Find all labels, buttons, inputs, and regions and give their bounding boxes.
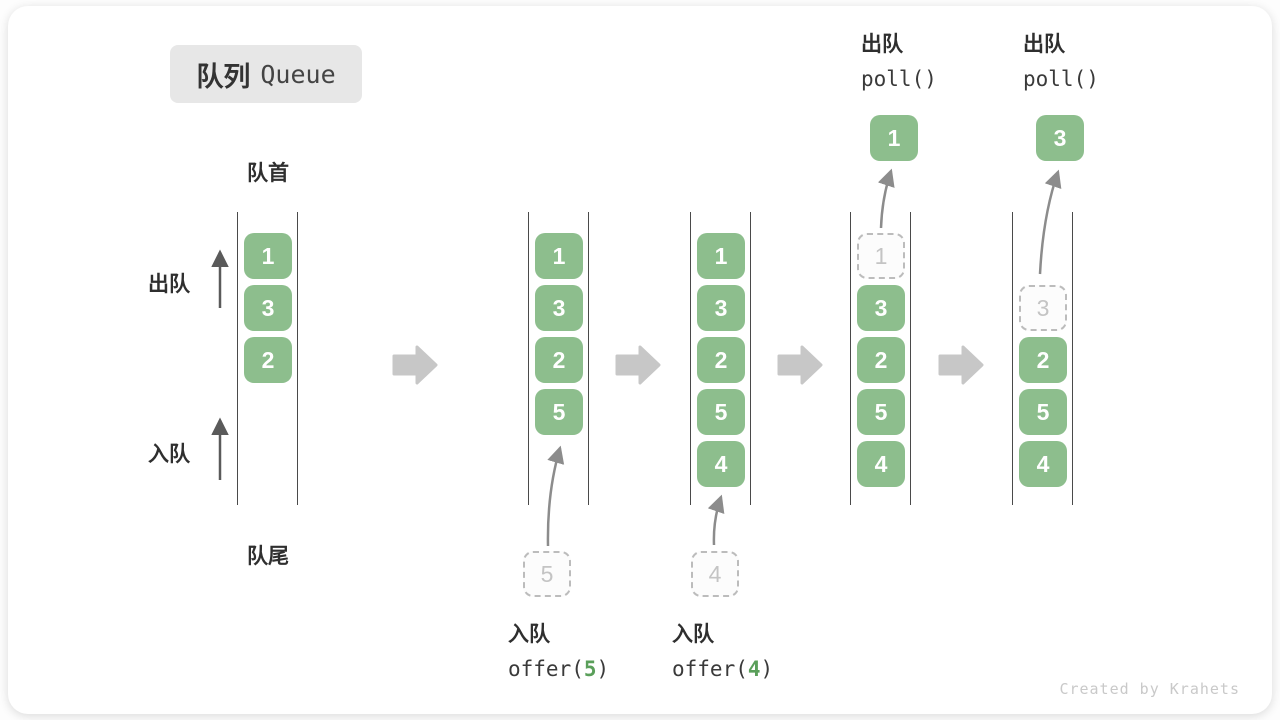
queue-slot: 1	[244, 233, 292, 279]
outgoing-item: 1	[870, 115, 918, 161]
queue-slot: 1	[697, 233, 745, 279]
state-caption-poll-3: 出队 poll()	[1023, 28, 1099, 96]
queue-slot: 2	[1019, 337, 1067, 383]
caption-zh: 出队	[1023, 33, 1065, 56]
queue-state-3-container	[690, 212, 751, 505]
caption-code: offer(5)	[508, 652, 609, 686]
queue-slot: 3	[697, 285, 745, 331]
caption-arg: 4	[747, 657, 761, 681]
title-zh: 队列	[196, 61, 251, 92]
queue-front-label: 队首	[247, 162, 289, 185]
queue-slot: 2	[535, 337, 583, 383]
queue-slot: 2	[244, 337, 292, 383]
caption-close: )	[596, 657, 610, 681]
queue-slot: 1	[535, 233, 583, 279]
queue-rear-label: 队尾	[247, 545, 289, 568]
state-caption-offer-5: 入队 offer(5)	[508, 618, 609, 686]
queue-slot: 2	[857, 337, 905, 383]
ghost-slot: 3	[1019, 285, 1067, 331]
caption-code: offer(4)	[672, 652, 773, 686]
state-caption-poll-1: 出队 poll()	[861, 28, 937, 96]
watermark: Created by Krahets	[1059, 680, 1240, 698]
caption-code: poll()	[1023, 67, 1099, 91]
ghost-slot: 1	[857, 233, 905, 279]
enqueue-side-label: 入队	[148, 443, 190, 466]
queue-slot: 4	[857, 441, 905, 487]
queue-slot: 4	[697, 441, 745, 487]
title-en: Queue	[260, 59, 336, 89]
queue-slot: 3	[535, 285, 583, 331]
incoming-item: 5	[523, 551, 571, 597]
queue-state-4-container	[850, 212, 911, 505]
caption-fn: offer(	[672, 657, 748, 681]
caption-close: )	[760, 657, 774, 681]
caption-zh: 入队	[508, 623, 550, 646]
caption-zh: 出队	[861, 33, 903, 56]
queue-slot: 3	[857, 285, 905, 331]
queue-state-1-container	[237, 212, 298, 505]
queue-slot: 5	[535, 389, 583, 435]
queue-slot: 5	[1019, 389, 1067, 435]
caption-arg: 5	[583, 657, 597, 681]
outgoing-item: 3	[1036, 115, 1084, 161]
caption-code: poll()	[861, 67, 937, 91]
queue-slot: 3	[244, 285, 292, 331]
queue-slot: 5	[697, 389, 745, 435]
diagram-title: 队列 Queue	[170, 45, 362, 103]
queue-state-2-container	[528, 212, 589, 505]
dequeue-side-label: 出队	[148, 273, 190, 296]
caption-zh: 入队	[672, 623, 714, 646]
queue-slot: 5	[857, 389, 905, 435]
caption-fn: offer(	[508, 657, 584, 681]
state-caption-offer-4: 入队 offer(4)	[672, 618, 773, 686]
queue-slot: 2	[697, 337, 745, 383]
queue-slot: 4	[1019, 441, 1067, 487]
diagram-card	[8, 6, 1272, 714]
incoming-item: 4	[691, 551, 739, 597]
queue-state-5-container	[1012, 212, 1073, 505]
